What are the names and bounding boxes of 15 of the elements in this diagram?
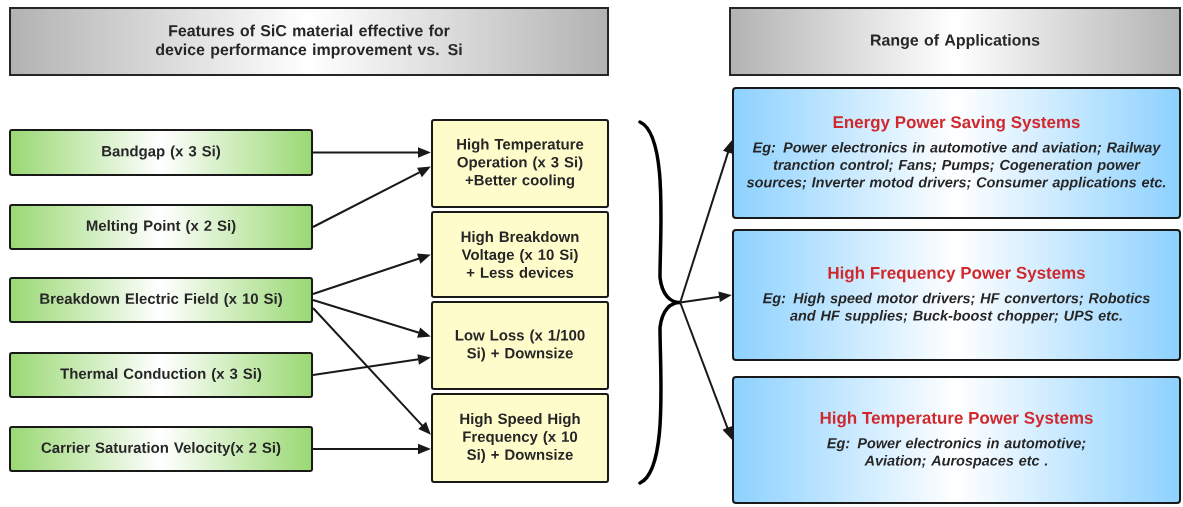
benefit-box: High Speed High Frequency (x 10 Si) + Downsize xyxy=(431,393,609,483)
benefit-box: High Temperature Operation (x 3 Si) +Better cooling xyxy=(431,119,609,208)
header-box: Range of Applications xyxy=(729,7,1181,76)
feature-box: Bandgap (x 3 Si) xyxy=(9,129,313,176)
feature-box: Thermal Conduction (x 3 Si) xyxy=(9,352,313,398)
application-box: High Frequency Power Systems Eg: High speed motor drivers; HF convertors; Robotics and HF supplies; Buck-boost chopper; UPS etc. xyxy=(732,229,1181,361)
header-box: Features of SiC material effective for device performance improvement vs. Si xyxy=(9,7,609,76)
feature-box: Melting Point (x 2 Si) xyxy=(9,204,313,250)
feature-box: Carrier Saturation Velocity(x 2 Si) xyxy=(9,426,313,472)
feature-box: Breakdown Electric Field (x 10 Si) xyxy=(9,277,313,323)
application-box: Energy Power Saving Systems Eg: Power electronics in automotive and aviation; Railway tranction control; Fans; Pumps; Cogeneration power sources; Inverter motod drivers; Consumer applications etc. xyxy=(732,87,1181,219)
benefit-box: High Breakdown Voltage (x 10 Si) + Less devices xyxy=(431,211,609,298)
benefit-box: Low Loss (x 1/100 Si) + Downsize xyxy=(431,301,609,390)
brace xyxy=(638,120,682,485)
application-box: High Temperature Power Systems Eg: Power electronics in automotive; Aviation; Aurospaces etc . xyxy=(732,376,1181,504)
